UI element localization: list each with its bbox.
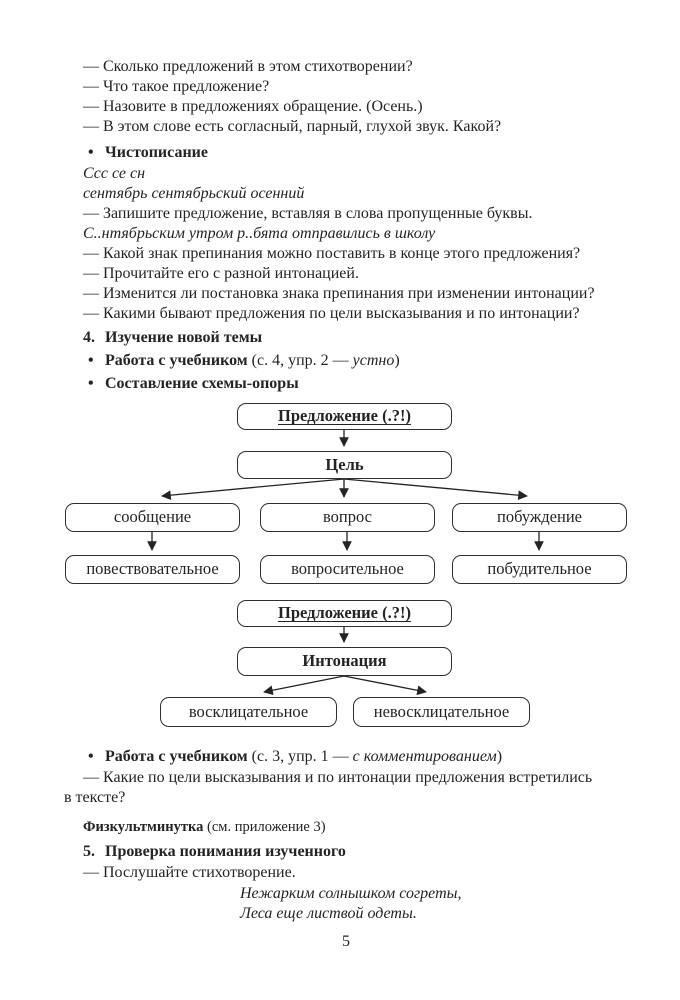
- intonation-scheme-diagram: Предложение (.?!) Интонация восклицатель…: [0, 598, 680, 730]
- diagram-box-intonation: Интонация: [237, 647, 452, 676]
- dictation-sentence: С..нтябрьским утром р..бята отправились …: [83, 225, 436, 242]
- question-line: — Какие по цели высказывания и по интона…: [83, 769, 593, 786]
- penmanship-heading: • Чистописание: [64, 141, 628, 164]
- diagram-box-sentence: Предложение (.?!): [237, 403, 452, 430]
- goal-scheme-arrows: [147, 430, 544, 551]
- question-line: — Изменится ли постановка знака препинан…: [83, 285, 595, 302]
- diagram-box-type: повествовательное: [65, 555, 240, 584]
- question-line-continuation: в тексте?: [64, 789, 126, 806]
- textbook-work-1: •Работа с учебником (с. 4, упр. 2 — устн…: [64, 349, 628, 372]
- diagram-box-purpose: сообщение: [65, 503, 240, 532]
- question-line: — Прочитайте его с разной интонацией.: [83, 265, 359, 282]
- question-line: — Назовите в предложениях обращение. (Ос…: [83, 98, 423, 115]
- bullet-marker: •: [88, 144, 94, 161]
- penmanship-instruction: — Запишите предложение, вставляя в слова…: [83, 205, 533, 222]
- section-title: Проверка понимания изученного: [105, 843, 346, 860]
- listen-line: — Послушайте стихотворение.: [83, 864, 296, 881]
- diagram-box-type: вопросительное: [260, 555, 435, 584]
- diagram-box-type: побудительное: [452, 555, 627, 584]
- diagram-box-type: невосклицательное: [353, 697, 530, 727]
- goal-scheme-diagram: Предложение (.?!) Цель сообщение вопрос …: [0, 401, 680, 586]
- bullet-marker: •: [88, 352, 94, 369]
- section-heading-check: 5. Проверка понимания изученного: [64, 841, 628, 863]
- phys-minute-line: Физкультминутка (см. приложение 3): [83, 819, 326, 835]
- poem-line: Нежарким солнышком согреты,: [240, 885, 462, 902]
- section-title: Изучение новой темы: [105, 329, 263, 346]
- page-number: 5: [342, 933, 350, 950]
- poem-line: Леса еще листвой одеты.: [240, 905, 417, 922]
- section-number: 4.: [83, 329, 95, 346]
- section-heading-new-topic: 4. Изучение новой темы: [64, 327, 628, 349]
- penmanship-title: Чистописание: [105, 144, 208, 161]
- diagram-box-type: восклицательное: [160, 697, 337, 727]
- penmanship-practice-line: сентябрь сентябрьский осенний: [83, 185, 305, 202]
- scheme-heading: •Составление схемы-опоры: [64, 372, 628, 395]
- bullet-marker: •: [88, 748, 94, 765]
- question-line: — Что такое предложение?: [83, 78, 270, 95]
- diagram-box-sentence: Предложение (.?!): [237, 600, 452, 627]
- textbook-work-2: •Работа с учебником (с. 3, упр. 1 — с ко…: [64, 745, 628, 768]
- question-line: — Сколько предложений в этом стихотворен…: [83, 58, 413, 75]
- diagram-box-purpose: побуждение: [452, 503, 627, 532]
- diagram-box-goal: Цель: [237, 451, 452, 479]
- question-line: — Какими бывают предложения по цели выск…: [83, 305, 580, 322]
- intonation-scheme-arrows: [263, 627, 427, 696]
- section-number: 5.: [83, 843, 95, 860]
- penmanship-practice-line: Ссс се сн: [83, 165, 146, 182]
- diagram-box-purpose: вопрос: [260, 503, 435, 532]
- question-line: — В этом слове есть согласный, парный, г…: [83, 118, 502, 135]
- bullet-marker: •: [88, 375, 94, 392]
- question-line: — Какой знак препинания можно поставить …: [83, 245, 581, 262]
